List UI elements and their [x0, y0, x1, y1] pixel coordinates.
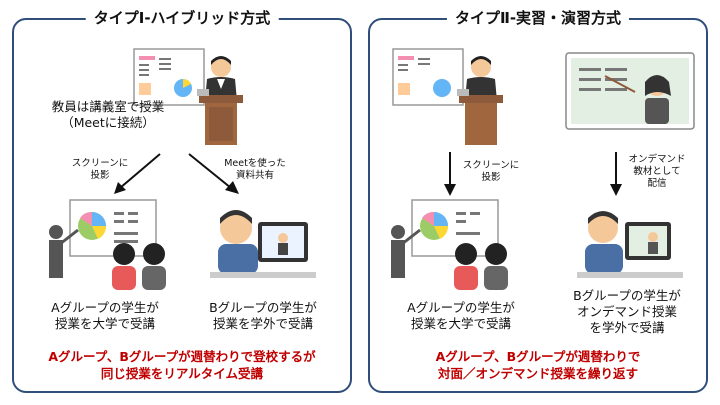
arrow-to-meet — [188, 153, 239, 194]
laptop-student-icon — [210, 210, 316, 278]
whiteboard-icon — [392, 48, 464, 106]
teacher-caption: 教員は講義室で授業 （Meetに接続） — [51, 99, 165, 130]
right-panel-title: タイプⅡ-実習・演習方式 — [446, 8, 630, 28]
tablet-student-icon — [577, 211, 683, 278]
left-panel-title: タイプⅠ-ハイブリッド方式 — [85, 8, 279, 28]
arrow-right-label: Meetを使った 資料共有 — [224, 158, 286, 181]
arrow-to-screen — [114, 153, 161, 194]
teacher-at-podium-icon — [197, 56, 243, 145]
student-icon — [454, 243, 508, 290]
arrow-to-ondemand — [610, 152, 622, 196]
arrow-left-label: スクリーンに 投影 — [462, 160, 520, 183]
arrow-left-label: スクリーンに 投影 — [71, 158, 129, 181]
group-a-caption: Aグループの学生が 授業を大学で受講 — [407, 300, 515, 331]
group-b-caption: Bグループの学生が オンデマンド授業 を学外で受講 — [573, 288, 681, 335]
projection-screen-icon — [391, 199, 499, 278]
right-summary: Aグループ、Bグループが週替わりで 対面／オンデマンド授業を繰り返す — [435, 349, 641, 381]
whiteboard-icon — [133, 48, 205, 106]
left-summary: Aグループ、Bグループが週替わりで登校するが 同じ授業をリアルタイム受講 — [48, 349, 316, 381]
projection-screen-icon — [49, 199, 157, 278]
group-a-caption: Aグループの学生が 授業を大学で受講 — [51, 300, 159, 331]
video-lecture-icon — [565, 52, 695, 130]
group-b-caption: Bグループの学生が 授業を学外で受講 — [209, 300, 317, 331]
arrow-to-screen — [444, 152, 456, 196]
arrow-right-label: オンデマンド 教材として 配信 — [628, 154, 686, 189]
teacher-at-podium-icon — [457, 56, 503, 145]
student-icon — [112, 243, 166, 290]
